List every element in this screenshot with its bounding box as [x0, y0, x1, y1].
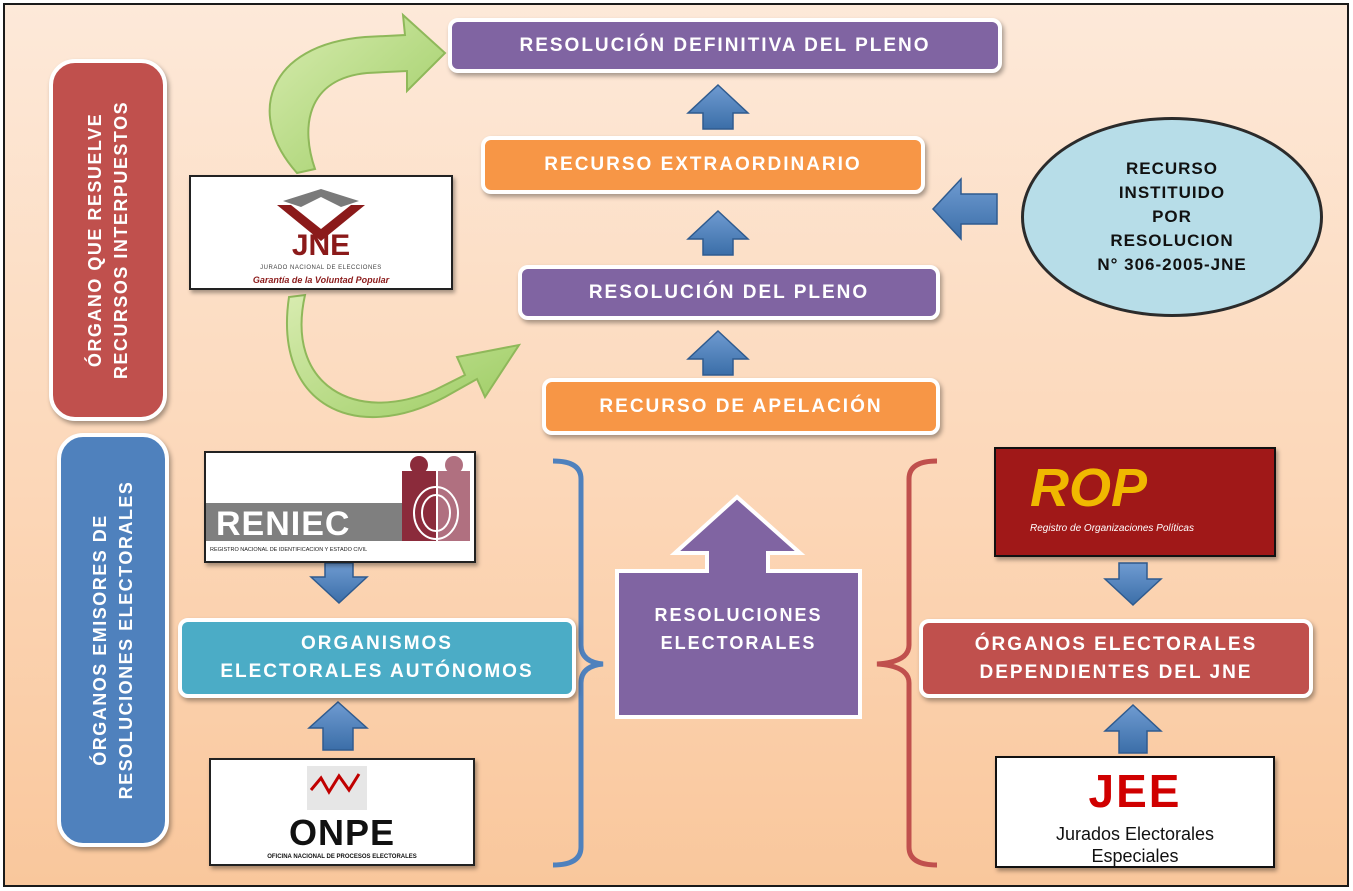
side-pill-emitting-bodies: ÓRGANOS EMISORES DE RESOLUCIONES ELECTOR… [57, 433, 169, 847]
note-line-4: RESOLUCION [1110, 231, 1234, 250]
center-line-1: RESOLUCIONES [654, 605, 823, 625]
center-line-2: ELECTORALES [660, 633, 817, 653]
jne-emblem-icon: JNE [277, 189, 365, 262]
svg-text:JNE: JNE [292, 229, 350, 262]
reniec-logo: RENIEC REGISTRO NACIONAL DE IDENTIFICACI… [204, 451, 476, 563]
onpe-name: ONPE [288, 812, 396, 853]
down-arrow-rop [1103, 562, 1163, 607]
box-final-resolution: RESOLUCIÓN DEFINITIVA DEL PLENO [448, 18, 1002, 73]
diagram-canvas: ÓRGANO QUE RESUELVE RECURSOS INTERPUESTO… [3, 3, 1349, 887]
center-label: RESOLUCIONES ELECTORALES [617, 601, 860, 657]
box-appeal: RECURSO DE APELACIÓN [542, 378, 940, 435]
curved-arrow-top [268, 12, 447, 175]
jne-tagline: Garantía de la Voluntad Popular [252, 275, 390, 285]
side-pill-resolving-body: ÓRGANO QUE RESUELVE RECURSOS INTERPUESTO… [49, 59, 167, 421]
left-arrow-note [931, 177, 998, 241]
autonomous-line-2: ELECTORALES AUTÓNOMOS [220, 661, 534, 682]
box-plenary-resolution: RESOLUCIÓN DEL PLENO [518, 265, 940, 320]
box-dependent-bodies: ÓRGANOS ELECTORALES DEPENDIENTES DEL JNE [919, 619, 1313, 698]
jee-line-2: Especiales [1091, 846, 1179, 866]
center-big-arrow [615, 494, 862, 719]
connectors-layer [268, 12, 1163, 868]
left-bracket [552, 458, 604, 868]
jne-logo: JNE JURADO NACIONAL DE ELECCIONES Garant… [189, 175, 453, 290]
side-label-emitting-bodies: ÓRGANOS EMISORES DE RESOLUCIONES ELECTOR… [90, 480, 136, 800]
autonomous-line-1: ORGANISMOS [301, 633, 453, 654]
note-line-5: N° 306-2005-JNE [1097, 255, 1247, 274]
rop-subtitle: Registro de Organizaciones Políticas [1030, 523, 1194, 534]
up-arrow-3 [686, 329, 750, 376]
box-autonomous-bodies: ORGANISMOS ELECTORALES AUTÓNOMOS [178, 618, 576, 698]
up-arrow-1 [686, 83, 750, 130]
dependent-line-1: ÓRGANOS ELECTORALES [974, 633, 1258, 655]
side-label-resolving-body: ÓRGANO QUE RESUELVE RECURSOS INTERPUESTO… [85, 100, 131, 380]
dependent-line-2: DEPENDIENTES DEL JNE [979, 661, 1253, 683]
up-arrow-jee [1103, 703, 1163, 754]
rop-logo: ROP Registro de Organizaciones Políticas [994, 447, 1276, 557]
jee-line-1: Jurados Electorales [1055, 824, 1215, 844]
box-extraordinary-appeal: RECURSO EXTRAORDINARIO [481, 136, 925, 194]
reniec-name: RENIEC [216, 505, 351, 543]
reniec-subtitle: REGISTRO NACIONAL DE IDENTIFICACIÓN Y ES… [210, 547, 368, 553]
onpe-logo: ONPE OFICINA NACIONAL DE PROCESOS ELECTO… [209, 758, 475, 866]
note-line-2: INSTITUIDO [1118, 183, 1226, 202]
rop-name: ROP [1030, 458, 1148, 518]
onpe-subtitle: OFICINA NACIONAL DE PROCESOS ELECTORALES [267, 854, 417, 860]
onpe-ballot-icon [307, 766, 367, 810]
right-bracket [876, 458, 938, 868]
note-line-1: RECURSO [1125, 159, 1218, 178]
reniec-people-icon [206, 456, 470, 541]
note-line-3: POR [1152, 207, 1192, 226]
jee-name: JEE [1088, 765, 1182, 817]
down-arrow-reniec [309, 562, 369, 605]
jee-logo: JEE Jurados Electorales Especiales [995, 756, 1275, 868]
up-arrow-onpe [307, 700, 369, 751]
curved-arrow-bottom [286, 293, 522, 419]
note-ellipse: RECURSO INSTITUIDO POR RESOLUCION N° 306… [1021, 117, 1323, 317]
jne-subtitle: JURADO NACIONAL DE ELECCIONES [260, 265, 382, 271]
up-arrow-2 [686, 209, 750, 256]
